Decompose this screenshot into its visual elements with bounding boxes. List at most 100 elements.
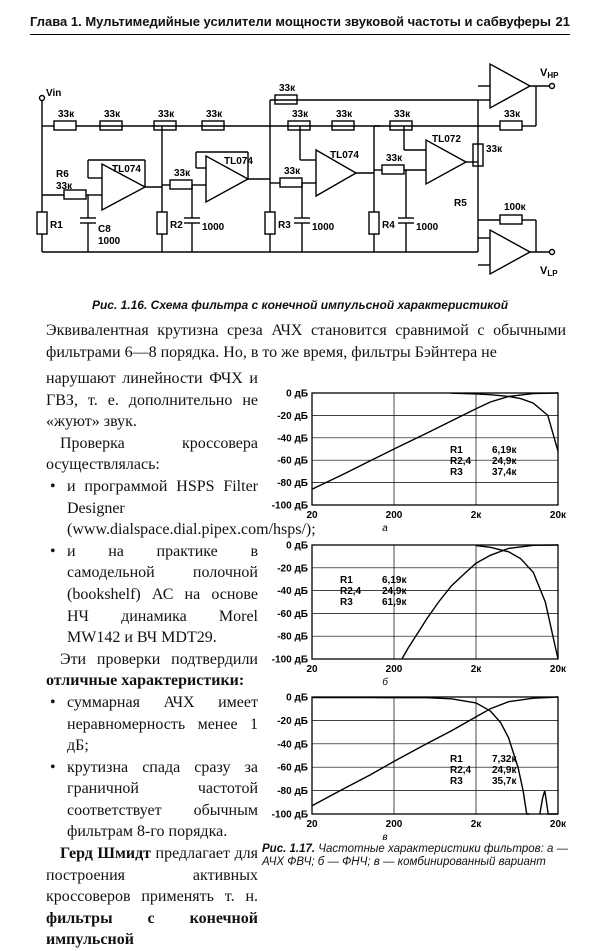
resistor-label: 33к <box>486 144 503 155</box>
y-tick-label: -100 дБ <box>272 655 308 666</box>
figure-caption: Рис. 1.16. Схема фильтра с конечной импу… <box>91 298 509 312</box>
caption-text: Частотные характеристики фильтров: а — А… <box>262 843 569 868</box>
c8-label: C8 <box>98 224 111 235</box>
series-line <box>475 544 559 660</box>
resistor-label: 33к <box>284 166 301 177</box>
x-tick-label: 20к <box>550 510 567 521</box>
y-tick-label: -20 дБ <box>277 411 308 422</box>
vlp-label: V <box>540 265 548 277</box>
legend-label: R1 <box>340 575 353 586</box>
paragraph: Проверка кроссовера осуществлялась: <box>46 434 258 474</box>
x-tick-label: 200 <box>386 510 403 521</box>
x-tick-label: 200 <box>386 664 403 675</box>
bold-text: фильтры с конечной импульсной <box>46 909 258 949</box>
resistor-label: 33к <box>174 168 191 179</box>
plot-frame <box>311 392 559 506</box>
page-number: 21 <box>555 14 570 29</box>
bold-text: отличные характеристики: <box>46 672 245 690</box>
opamp-label: TL074 <box>224 156 253 167</box>
figure-caption: Рис. 1.17. Частотные характеристики филь… <box>262 843 574 869</box>
r1-label: R1 <box>50 220 63 231</box>
resistor-label: 33к <box>104 109 121 120</box>
list-item: крутизна спада сразу за граничной частот… <box>46 757 258 843</box>
resistor-label: 33к <box>386 153 403 164</box>
x-tick-label: 20к <box>550 664 567 675</box>
y-tick-label: -20 дБ <box>277 563 308 574</box>
legend-label: R2,4 <box>450 456 472 467</box>
subfigure-label: в <box>382 832 387 842</box>
r3-label: R3 <box>278 220 291 231</box>
vlp-sub: LP <box>547 269 558 278</box>
bullet-list: и программой HSPS Filter Designer (www.d… <box>46 476 316 649</box>
legend-value: 24,9к <box>382 586 407 597</box>
paragraph: Эквивалентная крутизна среза АЧХ станови… <box>46 322 566 361</box>
resistor-label: 33к <box>292 109 309 120</box>
resistor-label: 33к <box>206 109 223 120</box>
list-item: и программой HSPS Filter Designer (www.d… <box>46 476 316 541</box>
y-tick-label: -100 дБ <box>272 501 308 512</box>
resistor-label: 33к <box>158 109 175 120</box>
y-tick-label: -80 дБ <box>277 478 308 489</box>
y-tick-label: 0 дБ <box>286 541 308 552</box>
x-tick-label: 2к <box>471 510 483 521</box>
resistor-label: 33к <box>56 181 73 192</box>
y-tick-label: -80 дБ <box>277 632 308 643</box>
legend-value: 6,19к <box>492 445 517 456</box>
plot-frame <box>311 696 559 815</box>
capacitor-label: 1000 <box>416 222 439 233</box>
svg-text:VLP: VLP <box>540 265 558 278</box>
legend-value: 35,7к <box>492 776 517 787</box>
resistor-label: 33к <box>336 109 353 120</box>
capacitor-label: 1000 <box>312 222 335 233</box>
caption-title: Рис. 1.17. <box>262 843 316 855</box>
series-line <box>539 790 558 815</box>
legend-value: 24,9к <box>492 456 517 467</box>
legend-label: R1 <box>450 754 463 765</box>
series-line <box>311 696 559 807</box>
y-tick-label: -100 дБ <box>272 810 308 821</box>
series-line <box>311 392 559 490</box>
chapter-title: Глава 1. Мультимедийные усилители мощнос… <box>30 14 551 29</box>
opamp-label: TL074 <box>330 150 359 161</box>
page-header: Глава 1. Мультимедийные усилители мощнос… <box>30 14 570 35</box>
text-span: Эти проверки подтвердили <box>60 650 258 668</box>
x-tick-label: 20 <box>306 510 318 521</box>
subfigure-label: б <box>382 676 388 687</box>
series-line <box>401 544 559 660</box>
paragraph: нарушают линейности ФЧХ и ГВЗ, т. е. доп… <box>46 370 258 431</box>
paragraph: Эти проверки подтвердили отличные характ… <box>46 649 258 692</box>
x-tick-label: 20к <box>550 819 567 830</box>
resistor-label: 33к <box>58 109 75 120</box>
y-tick-label: -60 дБ <box>277 456 308 467</box>
resistor-label: 100к <box>504 202 527 213</box>
y-tick-label: -40 дБ <box>277 433 308 444</box>
legend-label: R2,4 <box>340 586 362 597</box>
vin-label: Vin <box>46 88 61 99</box>
legend-label: R3 <box>340 597 353 608</box>
x-tick-label: 2к <box>471 664 483 675</box>
text-column: нарушают линейности ФЧХ и ГВЗ, т. е. доп… <box>46 368 316 951</box>
legend-value: 6,19к <box>382 575 407 586</box>
r5-label: R5 <box>454 198 467 209</box>
y-tick-label: 0 дБ <box>286 693 308 704</box>
legend-label: R3 <box>450 776 463 787</box>
x-tick-label: 20 <box>306 819 318 830</box>
legend-value: 7,32к <box>492 754 517 765</box>
legend-label: R1 <box>450 445 463 456</box>
list-item: суммарная АЧХ имеет неравномерность мене… <box>46 692 258 757</box>
subfigure-label: а <box>382 523 388 533</box>
r4-label: R4 <box>382 220 395 231</box>
legend-value: 24,9к <box>492 765 517 776</box>
bullet-list: суммарная АЧХ имеет неравномерность мене… <box>46 692 258 843</box>
y-tick-label: -80 дБ <box>277 786 308 797</box>
list-item: и на практике в самодельной полочной (bo… <box>46 541 258 649</box>
legend-label: R3 <box>450 467 463 478</box>
x-tick-label: 20 <box>306 664 318 675</box>
vhp-label: V <box>540 67 548 79</box>
y-tick-label: 0 дБ <box>286 389 308 400</box>
capacitor-label: 1000 <box>202 222 225 233</box>
resistor-label: 33к <box>279 83 296 94</box>
series-line <box>451 392 559 452</box>
